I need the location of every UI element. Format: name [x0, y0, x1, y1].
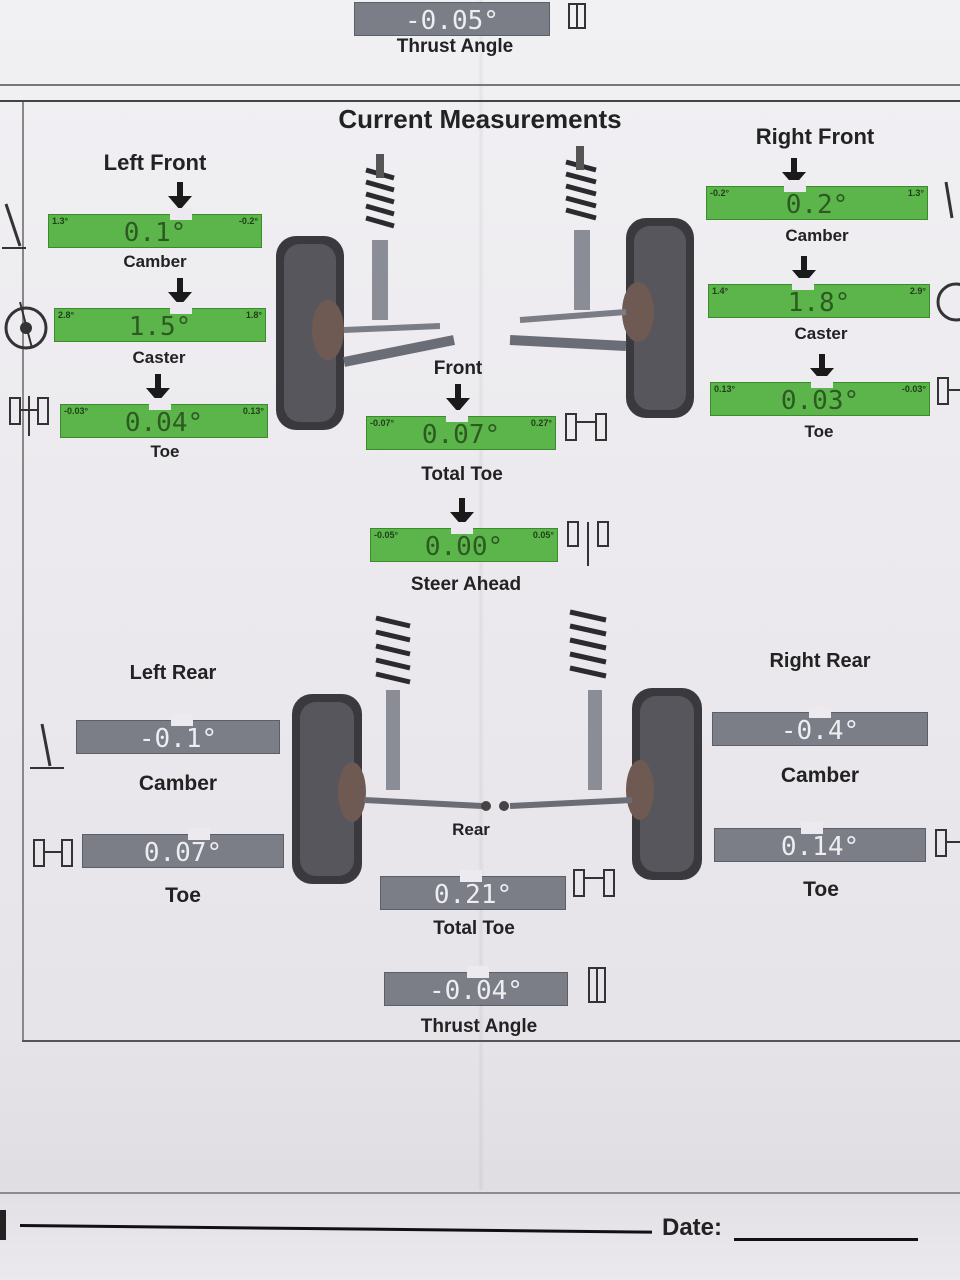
- gauge-value: -0.1°: [138, 724, 218, 754]
- toe-icon: [937, 377, 960, 405]
- steer-ahead-label: Steer Ahead: [410, 574, 522, 595]
- gauge-max: -0.2°: [238, 216, 258, 226]
- gauge-max: 1.8°: [245, 310, 262, 320]
- right-front-camber-gauge: -0.2° 1.3° 0.2°: [706, 180, 928, 220]
- gauge-value: 0.00°: [424, 532, 504, 562]
- gauge-value: -0.04°: [429, 976, 523, 1006]
- gauge-max: 0.27°: [530, 418, 552, 428]
- top-thrust-angle-label: Thrust Angle: [396, 36, 514, 57]
- paper-fold: [478, 0, 484, 1280]
- gauge-min: 0.13°: [714, 384, 736, 394]
- section-rule-bottom: [22, 1040, 960, 1042]
- front-axle-label: Front: [433, 358, 483, 379]
- gauge-min: -0.07°: [370, 418, 395, 428]
- gauge-max: 0.05°: [532, 530, 554, 540]
- gauge-value: 1.5°: [128, 312, 192, 342]
- gauge-min: 1.4°: [712, 286, 729, 296]
- gauge-value: 0.03°: [780, 386, 860, 416]
- gauge-max: -0.03°: [901, 384, 926, 394]
- right-front-title: Right Front: [755, 124, 875, 149]
- gauge-value: -0.4°: [780, 716, 860, 746]
- left-rear-camber-label: Camber: [138, 772, 218, 795]
- camber-icon: [2, 203, 26, 249]
- camber-icon: [944, 181, 954, 219]
- top-thrust-angle-gauge: -0.05°: [354, 0, 550, 36]
- left-rear-title: Left Rear: [129, 662, 217, 684]
- gauge-value: 0.07°: [421, 420, 501, 450]
- gauge-value: 0.07°: [143, 838, 223, 868]
- gauge-min: -0.2°: [710, 188, 730, 198]
- section-frame-left: [22, 102, 24, 1042]
- left-front-toe-gauge: -0.03° 0.13° 0.04°: [60, 398, 268, 438]
- left-rear-toe-label: Toe: [165, 884, 201, 907]
- gauge-value: 0.2°: [785, 190, 849, 220]
- rear-total-toe-label: Total Toe: [433, 918, 515, 939]
- toe-icon: [935, 829, 960, 857]
- left-front-toe-label: Toe: [150, 442, 180, 461]
- rear-axle-label: Rear: [452, 820, 490, 839]
- date-field-line[interactable]: [734, 1238, 918, 1241]
- left-front-caster-label: Caster: [132, 348, 186, 367]
- front-suspension-illustration: [276, 146, 694, 430]
- front-total-toe-gauge: -0.07° 0.27° 0.07°: [366, 410, 556, 450]
- gauge-max: 2.9°: [909, 286, 926, 296]
- right-front-camber-label: Camber: [785, 226, 849, 245]
- rear-thrust-angle-gauge: -0.04°: [384, 966, 568, 1006]
- thrust-angle-icon: [588, 967, 606, 1003]
- gauge-value: 0.04°: [124, 408, 204, 438]
- left-rear-camber-gauge: -0.1°: [76, 714, 280, 754]
- gauge-value: 0.14°: [780, 832, 860, 862]
- second-sheet: [0, 1190, 960, 1280]
- total-toe-icon: [565, 413, 607, 441]
- caster-wheel-icon: [4, 301, 48, 350]
- gauge-min: 2.8°: [58, 310, 75, 320]
- gauge-min: -0.05°: [374, 530, 399, 540]
- page-title: Current Measurements: [338, 104, 622, 134]
- camber-icon: [30, 723, 64, 769]
- toe-icon: [9, 396, 49, 436]
- right-front-toe-label: Toe: [804, 422, 834, 441]
- right-rear-toe-label: Toe: [803, 878, 839, 901]
- rear-suspension-illustration: [292, 609, 702, 884]
- total-toe-icon: [573, 869, 615, 897]
- gauge-min: 1.3°: [52, 216, 69, 226]
- right-rear-title: Right Rear: [769, 650, 871, 672]
- sheet-edge-line: [0, 1192, 960, 1194]
- caster-wheel-icon: [936, 282, 960, 322]
- right-front-caster-label: Caster: [794, 324, 848, 343]
- right-front-caster-gauge: 1.4° 2.9° 1.8°: [708, 278, 930, 318]
- left-front-title: Left Front: [103, 150, 207, 175]
- section-rule-top-1: [0, 84, 960, 86]
- right-front-toe-gauge: 0.13° -0.03° 0.03°: [710, 376, 930, 416]
- rear-thrust-angle-label: Thrust Angle: [420, 1016, 538, 1037]
- right-rear-camber-gauge: -0.4°: [712, 706, 928, 746]
- left-front-camber-gauge: 1.3° -0.2° 0.1°: [48, 208, 262, 248]
- gauge-value: 0.1°: [123, 218, 187, 248]
- rear-total-toe-gauge: 0.21°: [380, 870, 566, 910]
- right-rear-toe-gauge: 0.14°: [714, 822, 926, 862]
- section-rule-top-2: [0, 100, 960, 102]
- right-rear-camber-label: Camber: [780, 764, 860, 787]
- gauge-min: -0.03°: [64, 406, 89, 416]
- thrust-angle-icon: [568, 3, 586, 29]
- left-rear-toe-gauge: 0.07°: [82, 828, 284, 868]
- gauge-value: 0.21°: [433, 880, 513, 910]
- gauge-max: 1.3°: [907, 188, 924, 198]
- steer-ahead-icon: [567, 521, 609, 566]
- steer-ahead-gauge: -0.05° 0.05° 0.00°: [370, 522, 558, 562]
- front-total-toe-label: Total Toe: [421, 464, 503, 485]
- gauge-value: 1.8°: [787, 288, 851, 318]
- left-front-camber-label: Camber: [123, 252, 187, 271]
- sheet-edge-mark: [0, 1210, 6, 1240]
- gauge-value: -0.05°: [405, 6, 499, 36]
- gauge-max: 0.13°: [242, 406, 264, 416]
- date-label: Date:: [662, 1214, 723, 1241]
- left-front-caster-gauge: 2.8° 1.8° 1.5°: [54, 302, 266, 342]
- toe-icon: [33, 839, 73, 867]
